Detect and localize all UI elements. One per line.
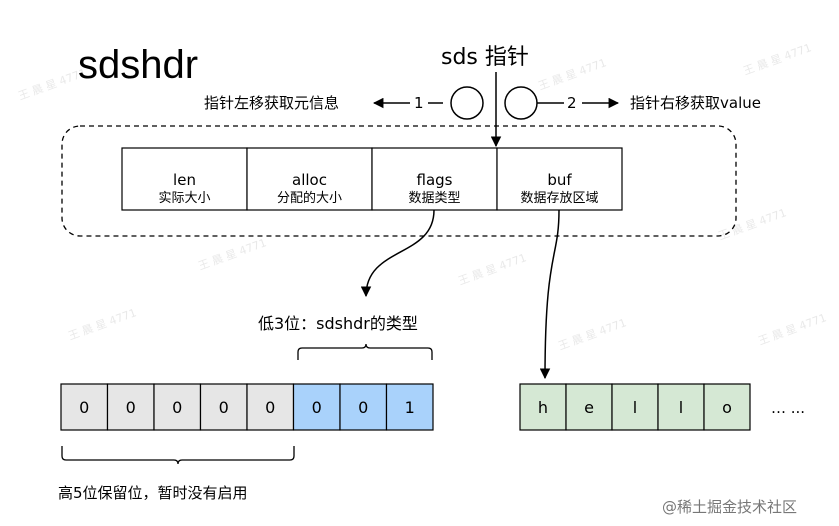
field-name: len: [173, 171, 196, 189]
buf-char-value: o: [722, 398, 732, 417]
flag-bit-value: 0: [358, 398, 368, 417]
field-desc: 数据存放区域: [520, 191, 598, 206]
right-circle-node: [504, 86, 538, 120]
svg-text:王 晨 星 4771: 王 晨 星 4771: [557, 316, 629, 353]
svg-text:王 晨 星 4771: 王 晨 星 4771: [197, 236, 269, 273]
buf-char-value: e: [584, 398, 594, 417]
flag-bit-cell: [106, 383, 155, 431]
buf-ellipsis: … ...: [771, 399, 805, 417]
left-move-number: 1: [414, 94, 424, 112]
field-desc: 实际大小: [158, 191, 210, 206]
svg-text:王 晨 星 4771: 王 晨 星 4771: [717, 206, 789, 243]
flag-bit-value: 0: [79, 398, 89, 417]
field-alloc: alloc 分配的大小: [246, 147, 373, 211]
flag-bit-value: 0: [312, 398, 322, 417]
field-len: len 实际大小: [121, 147, 248, 211]
field-name: buf: [547, 171, 572, 189]
buf-char-value: l: [679, 398, 683, 417]
field-name: alloc: [292, 171, 327, 189]
left-move-text: 指针左移获取元信息: [204, 94, 339, 112]
flag-bit-value: 1: [405, 398, 415, 417]
low-bits-label: 低3位：sdshdr的类型: [258, 314, 418, 333]
field-desc: 数据类型: [408, 191, 460, 206]
svg-text:王 晨 星 4771: 王 晨 星 4771: [757, 311, 829, 348]
field-desc: 分配的大小: [277, 190, 342, 206]
svg-text:王 晨 星 4771: 王 晨 星 4771: [67, 306, 139, 343]
right-move-text: 指针右移获取value: [630, 94, 761, 112]
high-bits-brace: [61, 446, 295, 465]
flag-bits-row: 0 0 0 0 0 0 0 1: [60, 383, 434, 431]
flag-bit-cell: [153, 383, 202, 431]
struct-container: [61, 125, 737, 237]
flag-bit-value: 0: [219, 398, 229, 417]
corner-watermark: @稀土掘金技术社区: [662, 498, 797, 516]
buf-char-value: h: [538, 398, 548, 417]
flag-bit-cell: [339, 383, 388, 431]
svg-text:王 晨 星 4771: 王 晨 星 4771: [457, 251, 529, 288]
right-move-number: 2: [567, 94, 577, 112]
field-name: flags: [417, 171, 453, 189]
buf-connector-arrow: [539, 209, 560, 380]
field-flags: flags 数据类型: [371, 147, 498, 211]
low-bits-brace: [297, 343, 433, 360]
diagram-title: sdshdr: [78, 43, 198, 87]
svg-text:王 晨 星 4771: 王 晨 星 4771: [537, 56, 609, 93]
flag-bit-value: 0: [172, 398, 182, 417]
pointer-label: sds 指针: [441, 45, 529, 70]
flag-bit-value: 0: [265, 398, 275, 417]
flag-bit-cell: [60, 383, 109, 431]
field-buf: buf 数据存放区域: [496, 147, 623, 211]
buf-char-cell: [519, 383, 567, 431]
svg-text:王 晨 星 4771: 王 晨 星 4771: [742, 41, 814, 78]
buf-char-value: l: [633, 398, 637, 417]
buf-char-cell: [565, 383, 613, 431]
flag-bit-value: 0: [126, 398, 136, 417]
flags-connector-arrow: [360, 209, 435, 298]
buf-char-cell: [611, 383, 659, 431]
high-bits-label: 高5位保留位，暂时没有启用: [58, 484, 248, 502]
flag-bit-cell: [385, 383, 434, 431]
buf-char-cell: [703, 383, 751, 431]
left-circle-node: [450, 86, 484, 120]
